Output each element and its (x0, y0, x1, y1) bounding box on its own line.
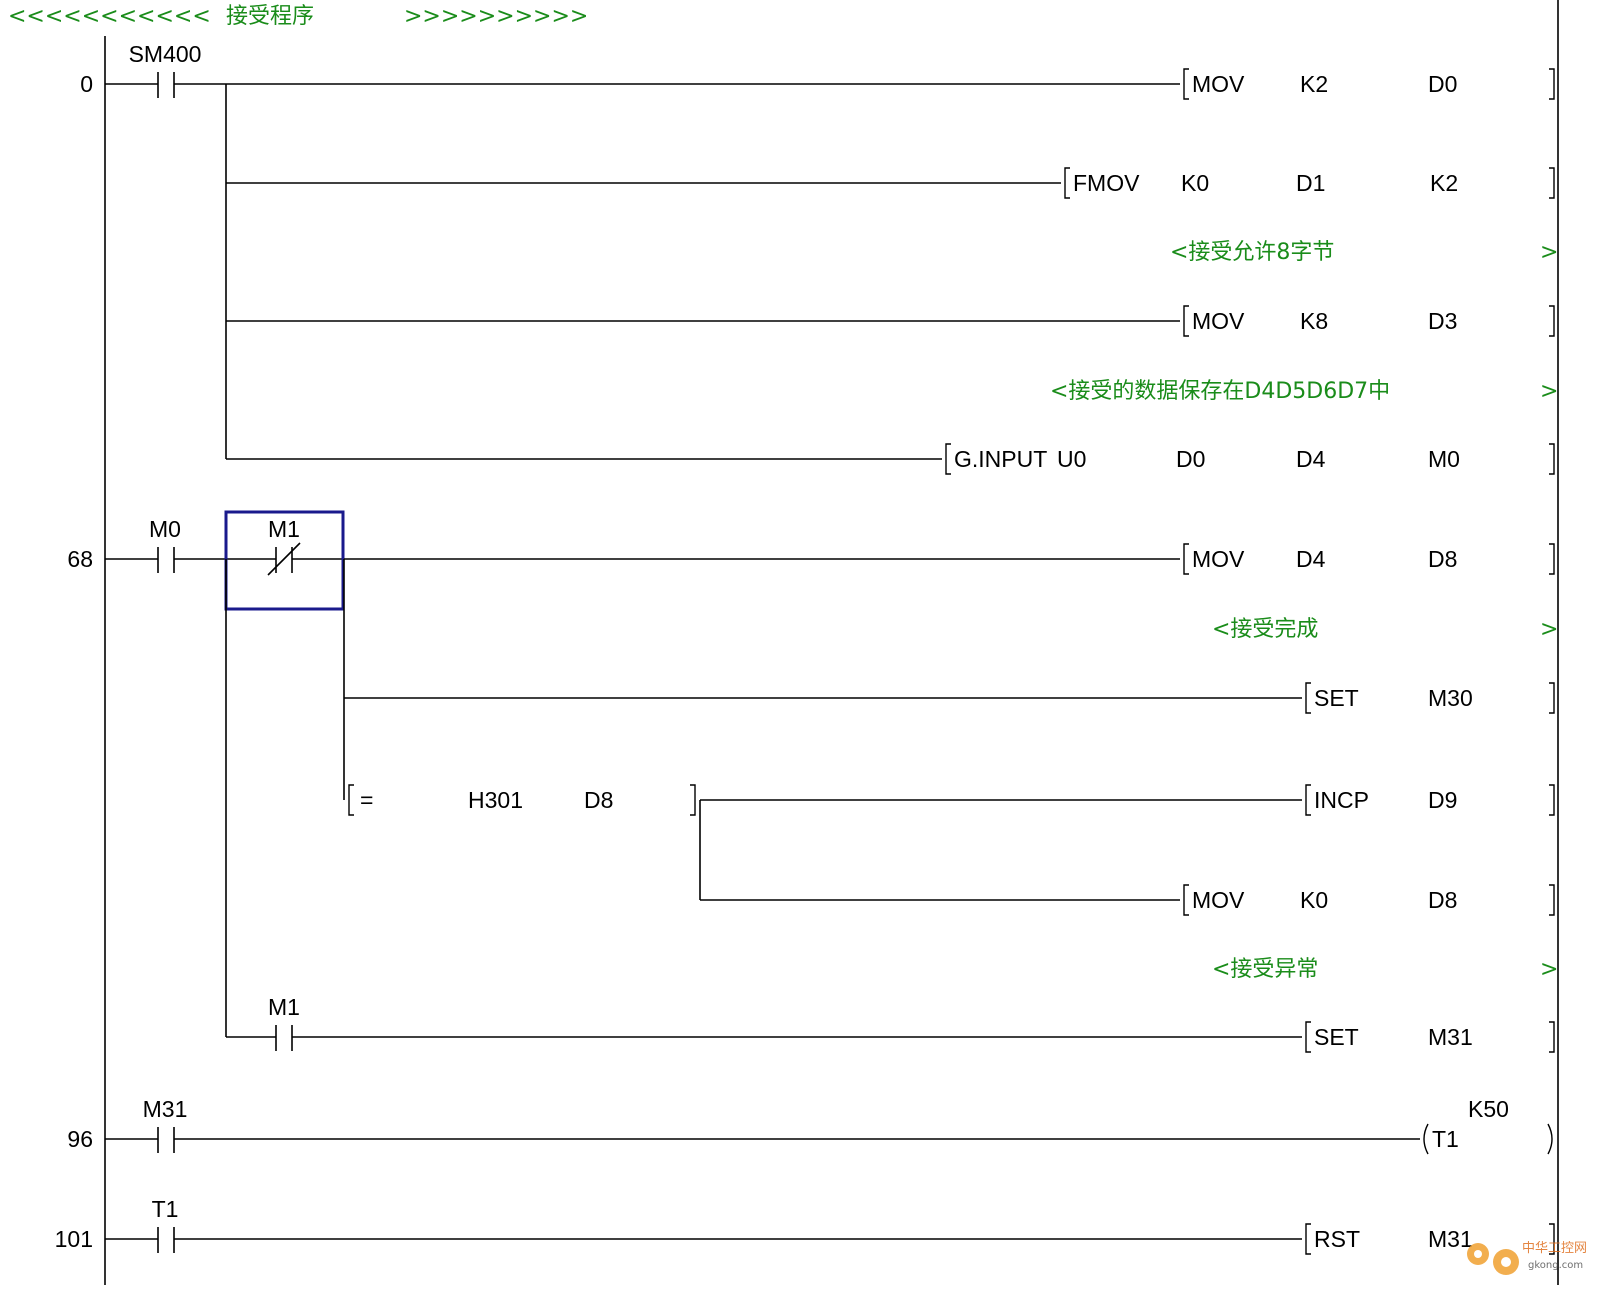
instruction-mov-d4-d8[interactable]: MOV D4 D8 (1183, 543, 1555, 575)
operand: D4 (1296, 446, 1326, 472)
header-title: 接受程序 (226, 4, 314, 29)
instruction-g-input[interactable]: G.INPUT U0 D0 D4 M0 (945, 443, 1555, 475)
instruction-mov-k2-d0[interactable]: MOV K2 D0 (1183, 68, 1555, 100)
operand: M30 (1428, 685, 1473, 711)
rung-68: 68 M0 M1 MOV D4 D8 (67, 510, 1558, 1053)
instruction-op: SET (1314, 685, 1359, 711)
operand: D9 (1428, 787, 1457, 813)
operand: M31 (1428, 1226, 1473, 1252)
nc-contact-m1[interactable] (267, 542, 344, 576)
operand: M0 (1428, 446, 1460, 472)
instruction-mov-k8-d3[interactable]: MOV K8 D3 (1183, 305, 1555, 337)
rung-101: 101 T1 RST M31 (55, 1196, 1555, 1255)
header-right-arrows: >>>>>>>>>> (404, 4, 588, 29)
comment: <接受异常 (1212, 957, 1318, 982)
watermark-url: gkong.com (1528, 1260, 1583, 1271)
operand: K2 (1300, 71, 1328, 97)
operand: H301 (468, 787, 523, 813)
instruction-op: SET (1314, 1024, 1359, 1050)
contact-label: SM400 (129, 41, 202, 67)
header-left-arrows: <<<<<<<<<<< (8, 4, 211, 29)
contact-label: M0 (149, 516, 181, 542)
operand: D4 (1296, 546, 1326, 572)
instruction-op: MOV (1192, 546, 1245, 572)
no-contact-t1[interactable] (105, 1227, 175, 1253)
instruction-fmov[interactable]: FMOV K0 D1 K2 (1064, 167, 1555, 199)
operand: D8 (1428, 546, 1457, 572)
comment: <接受完成 (1212, 617, 1318, 642)
comment-end: > (1540, 617, 1558, 642)
contact-label: M31 (143, 1096, 188, 1122)
operand: K0 (1181, 170, 1209, 196)
step-number: 0 (80, 71, 93, 97)
operand: U0 (1057, 446, 1086, 472)
gear-icon (1467, 1243, 1519, 1275)
instruction-rst-m31[interactable]: RST M31 (1305, 1223, 1555, 1255)
operand: D0 (1176, 446, 1205, 472)
instruction-op: INCP (1314, 787, 1369, 813)
no-contact-sm400[interactable] (105, 72, 226, 98)
instruction-op: MOV (1192, 71, 1245, 97)
operand: M31 (1428, 1024, 1473, 1050)
no-contact-m1[interactable] (226, 1025, 293, 1051)
operand: D0 (1428, 71, 1457, 97)
contact-label: M1 (268, 516, 300, 542)
operand: D3 (1428, 308, 1457, 334)
comment-end: > (1540, 240, 1558, 265)
operand: K2 (1430, 170, 1458, 196)
timer-coil-t1[interactable]: T1 K50 (1423, 1096, 1553, 1155)
comment: <接受允许8字节 (1170, 240, 1334, 265)
step-number: 68 (67, 546, 93, 572)
instruction-set-m31[interactable]: SET M31 (1305, 1021, 1555, 1053)
rung-96: 96 M31 T1 K50 (67, 1096, 1553, 1155)
operand: D1 (1296, 170, 1325, 196)
instruction-op: FMOV (1073, 170, 1140, 196)
no-contact-m0[interactable] (105, 547, 276, 573)
comment: <接受的数据保存在D4D5D6D7中 (1050, 379, 1390, 404)
operand: D8 (584, 787, 613, 813)
contact-label: M1 (268, 994, 300, 1020)
instruction-op: MOV (1192, 308, 1245, 334)
step-number: 96 (67, 1126, 93, 1152)
timer-preset: K50 (1468, 1096, 1509, 1122)
instruction-op: MOV (1192, 887, 1245, 913)
compare-op: = (360, 787, 373, 813)
compare-instruction[interactable]: = H301 D8 (348, 784, 696, 816)
instruction-incp-d9[interactable]: INCP D9 (1305, 784, 1555, 816)
no-contact-m31[interactable] (105, 1127, 175, 1153)
comment-end: > (1540, 957, 1558, 982)
watermark-text: 中华工控网 (1522, 1241, 1587, 1256)
rung-0: 0 SM400 MOV K2 D0 FMOV K0 D1 K2 (80, 41, 1558, 475)
operand: D8 (1428, 887, 1457, 913)
operand: K0 (1300, 887, 1328, 913)
instruction-set-m30[interactable]: SET M30 (1305, 682, 1555, 714)
comment-end: > (1540, 379, 1558, 404)
operand: K8 (1300, 308, 1328, 334)
coil-label: T1 (1432, 1126, 1459, 1152)
contact-label: T1 (152, 1196, 179, 1222)
watermark-logo: 中华工控网 gkong.com (1467, 1241, 1587, 1275)
instruction-op: G.INPUT (954, 446, 1047, 472)
step-number: 101 (55, 1226, 93, 1252)
instruction-mov-k0-d8[interactable]: MOV K0 D8 (1183, 884, 1555, 916)
instruction-op: RST (1314, 1226, 1360, 1252)
